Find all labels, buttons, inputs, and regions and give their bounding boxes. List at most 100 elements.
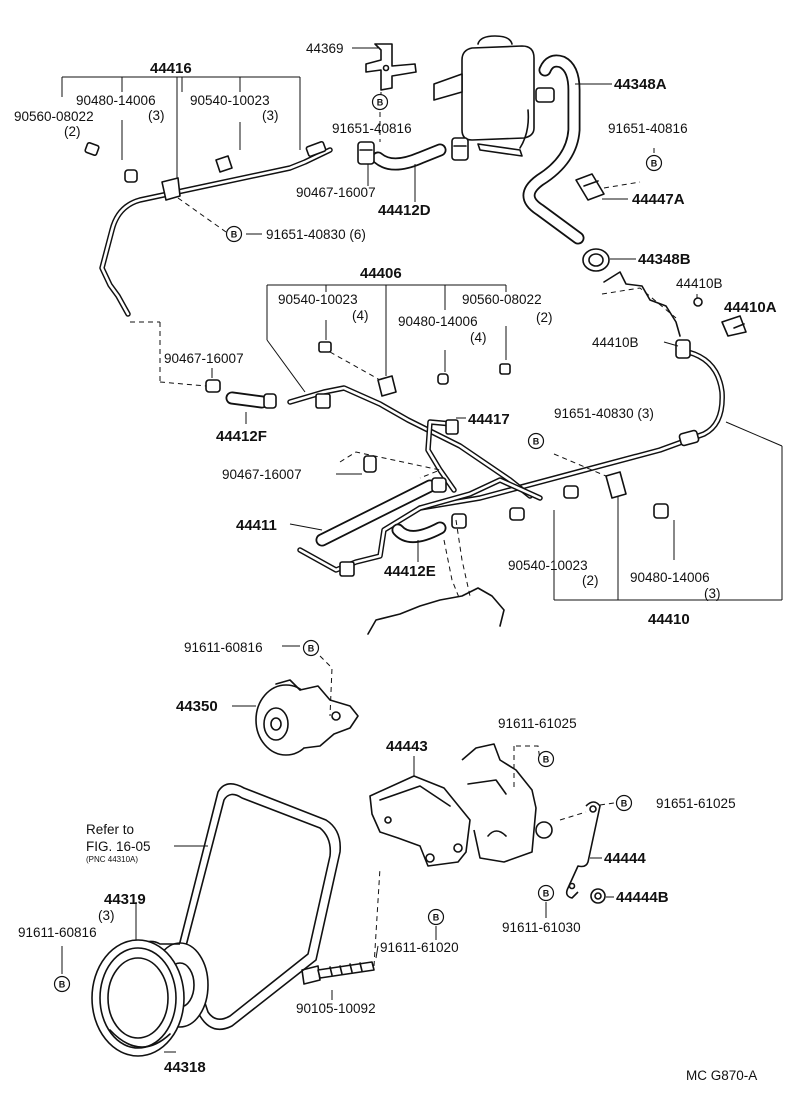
nut-90560-08022-a xyxy=(84,142,100,156)
bolt-marker-91611-60816-a: B xyxy=(302,639,320,657)
bracket-44443 xyxy=(369,775,471,867)
svg-text:B: B xyxy=(59,980,66,990)
label-qty-2-c: (2) xyxy=(582,573,599,588)
svg-text:B: B xyxy=(533,437,540,447)
label-qty-4-b: (4) xyxy=(470,330,487,345)
label-90560-08022-b: 90560-08022 xyxy=(462,292,542,307)
label-91611-61025: 91611-61025 xyxy=(498,716,577,731)
label-90560-08022-a: 90560-08022 xyxy=(14,109,94,124)
hose-44412E xyxy=(391,507,525,543)
hose-44412F xyxy=(205,379,277,409)
bolt-90105-10092 xyxy=(301,961,375,985)
label-90467-16007-c: 90467-16007 xyxy=(222,467,302,482)
grommet-90480-14006-c xyxy=(653,503,669,519)
label-qty-3-a: (3) xyxy=(148,108,165,123)
pulley-44318 xyxy=(91,939,209,1057)
label-44410B-a: 44410B xyxy=(676,276,723,291)
bolt-marker-91611-61030: B xyxy=(537,884,555,902)
label-91611-61020: 91611-61020 xyxy=(380,940,459,955)
label-91611-61030: 91611-61030 xyxy=(502,920,581,935)
label-44443: 44443 xyxy=(386,738,428,755)
clip-90540-10023-a xyxy=(215,155,233,173)
label-qty-3-c: (3) xyxy=(704,586,721,601)
label-qty-2-a: (2) xyxy=(64,124,81,139)
clamp-90467-16007-c xyxy=(363,455,377,473)
hose-44348A xyxy=(519,54,585,245)
clamp-44348B xyxy=(582,248,610,272)
label-44417: 44417 xyxy=(468,411,510,428)
label-44410B-b: 44410B xyxy=(592,335,639,350)
label-90105-10092: 90105-10092 xyxy=(296,1001,376,1016)
figure-code: MC G870-A xyxy=(686,1068,757,1083)
bolt-marker-91611-61025: B xyxy=(537,750,555,768)
label-fig-ref: FIG. 16-05 xyxy=(86,839,151,854)
bracket-44369 xyxy=(365,43,417,91)
label-qty-3-d: (3) xyxy=(98,908,115,923)
label-44410A: 44410A xyxy=(724,299,777,316)
rod-44444 xyxy=(565,801,601,899)
hose-44412D xyxy=(357,137,469,171)
bolt-marker-91611-61020: B xyxy=(427,908,445,926)
label-90480-14006-c: 90480-14006 xyxy=(630,570,710,585)
label-91611-60816-b: 91611-60816 xyxy=(18,925,97,940)
label-refer-to: Refer to xyxy=(86,822,134,837)
svg-text:B: B xyxy=(621,799,628,809)
pump-44350 xyxy=(255,679,359,756)
label-44406: 44406 xyxy=(360,265,402,282)
clip-90540-10023-c xyxy=(563,485,579,499)
grommet-90480-14006-a xyxy=(124,169,138,183)
label-qty-2-b: (2) xyxy=(536,310,553,325)
label-44369: 44369 xyxy=(306,41,344,56)
label-90480-14006-b: 90480-14006 xyxy=(398,314,478,329)
clip-44447A xyxy=(575,173,605,201)
label-91651-40816-b: 91651-40816 xyxy=(608,121,688,136)
pipe-44417 xyxy=(425,419,459,493)
label-pnc-ref: (PNC 44310A) xyxy=(86,855,138,864)
clip-90540-10023-b xyxy=(318,341,332,353)
label-44412E: 44412E xyxy=(384,563,436,580)
label-91611-60816-a: 91611-60816 xyxy=(184,640,263,655)
bolt-marker-91651-40816-b: B xyxy=(645,154,663,172)
nut-90560-08022-b xyxy=(499,363,511,375)
svg-text:B: B xyxy=(231,230,238,240)
label-91651-40830-b: 91651-40830 (3) xyxy=(554,406,654,421)
svg-text:B: B xyxy=(308,644,315,654)
label-44447A: 44447A xyxy=(632,191,685,208)
pump-mount xyxy=(461,743,553,863)
label-44348A: 44348A xyxy=(614,76,667,93)
bolt-marker-91651-40830-a: B xyxy=(225,225,243,243)
label-44319: 44319 xyxy=(104,891,146,908)
label-44416: 44416 xyxy=(150,60,192,77)
bolt-marker-91611-60816-b: B xyxy=(53,975,71,993)
bolt-marker-91651-40816-a: B xyxy=(371,93,389,111)
label-90540-10023-c: 90540-10023 xyxy=(508,558,588,573)
svg-text:B: B xyxy=(377,98,384,108)
label-44412D: 44412D xyxy=(378,202,431,219)
label-90480-14006-a: 90480-14006 xyxy=(76,93,156,108)
hose-44411 xyxy=(297,477,543,577)
label-91651-40830-a: 91651-40830 (6) xyxy=(266,227,366,242)
svg-text:B: B xyxy=(543,889,550,899)
label-44350: 44350 xyxy=(176,698,218,715)
label-90467-16007-b: 90467-16007 xyxy=(164,351,244,366)
label-44412F: 44412F xyxy=(216,428,267,445)
reservoir-tank xyxy=(433,35,535,157)
label-90540-10023-b: 90540-10023 xyxy=(278,292,358,307)
label-44444: 44444 xyxy=(604,850,646,867)
label-44348B: 44348B xyxy=(638,251,691,268)
svg-text:B: B xyxy=(543,755,550,765)
bolt-marker-91651-61025: B xyxy=(615,794,633,812)
pipe-44416 xyxy=(99,140,333,317)
label-44444B: 44444B xyxy=(616,889,669,906)
clip-bracket-44410 xyxy=(605,471,627,499)
bolt-marker-91651-40830-b: B xyxy=(527,432,545,450)
label-90540-10023-a: 90540-10023 xyxy=(190,93,270,108)
pipe-44406 xyxy=(287,375,533,499)
label-qty-3-b: (3) xyxy=(262,108,279,123)
label-44410: 44410 xyxy=(648,611,690,628)
label-44411: 44411 xyxy=(236,517,277,534)
v-belt xyxy=(177,783,342,1031)
svg-text:B: B xyxy=(651,159,658,169)
label-90467-16007-a: 90467-16007 xyxy=(296,185,376,200)
